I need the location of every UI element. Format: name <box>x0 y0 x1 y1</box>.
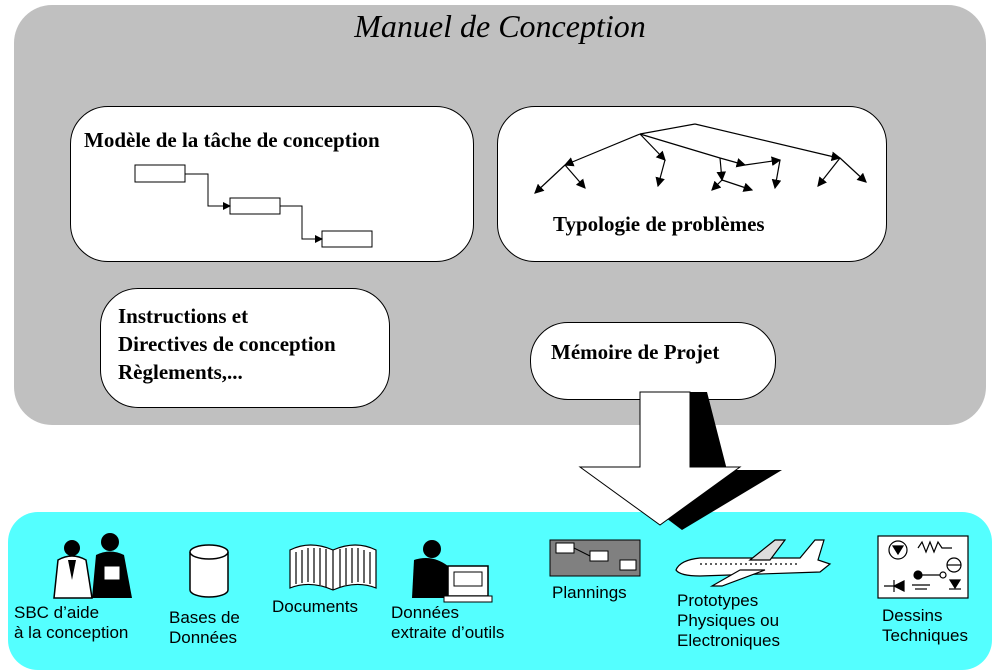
airplane-icon <box>675 539 832 587</box>
prototypes-label-3: Electroniques <box>677 631 781 650</box>
book-icon <box>289 544 377 591</box>
manual-title: Manuel de Conception <box>354 8 646 44</box>
instructions-line-1: Instructions et <box>118 304 249 328</box>
instructions-box <box>100 288 390 408</box>
prototypes-label-1: Prototypes <box>677 591 759 610</box>
documents-label: Documents <box>272 597 358 616</box>
planning-chart-icon <box>549 539 641 577</box>
drawings-label-1: Dessins <box>882 606 943 625</box>
drawings-label-2: Techniques <box>882 626 969 645</box>
plannings-label: Plannings <box>552 583 627 602</box>
task-model-box <box>70 106 474 262</box>
project-memory-label: Mémoire de Projet <box>551 340 720 364</box>
problem-tree-diagram <box>534 123 867 194</box>
big-down-arrow <box>578 391 782 530</box>
tool-data-label-1: Données <box>391 603 460 622</box>
problem-typology-label: Typologie de problèmes <box>553 212 765 236</box>
tool-data-label-2: extraite d’outils <box>391 623 505 642</box>
sbc-label-2: à la conception <box>14 623 129 642</box>
database-icon <box>189 544 229 598</box>
instructions-line-2: Directives de conception <box>118 332 336 356</box>
person-computer-icon <box>412 540 493 603</box>
databases-label-2: Données <box>169 628 238 647</box>
technical-drawing-icon <box>877 535 969 599</box>
sbc-label-1: SBC d’aide <box>14 603 100 622</box>
task-model-label: Modèle de la tâche de conception <box>84 128 380 152</box>
people-icon <box>53 533 132 599</box>
prototypes-label-2: Physiques ou <box>677 611 780 630</box>
instructions-line-3: Règlements,... <box>118 360 243 384</box>
resources-panel <box>8 512 992 670</box>
databases-label-1: Bases de <box>169 608 240 627</box>
task-flow-diagram <box>134 164 373 248</box>
